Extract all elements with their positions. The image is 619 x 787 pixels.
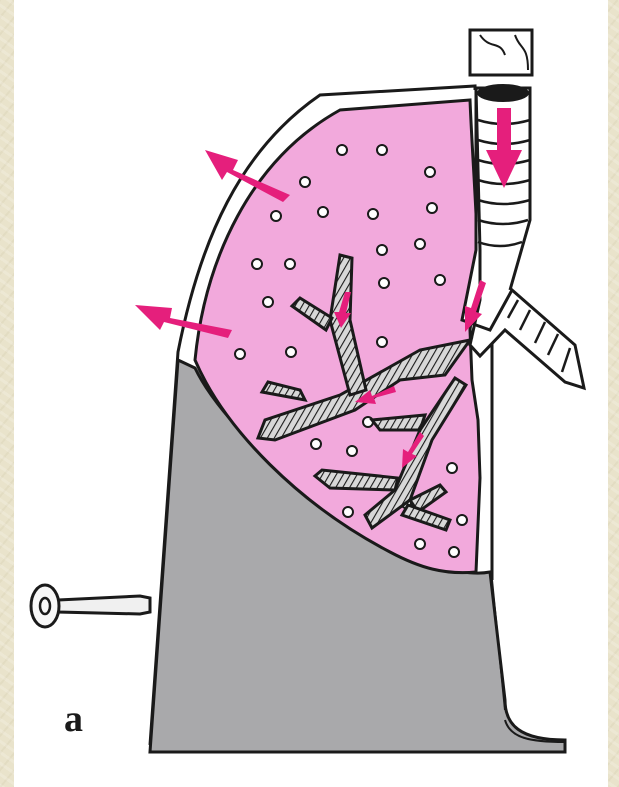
airflow-arrow-icon	[486, 108, 522, 188]
panel-label: a	[64, 700, 83, 738]
chest-drain-valve-icon	[31, 585, 150, 627]
trachea	[462, 30, 584, 388]
